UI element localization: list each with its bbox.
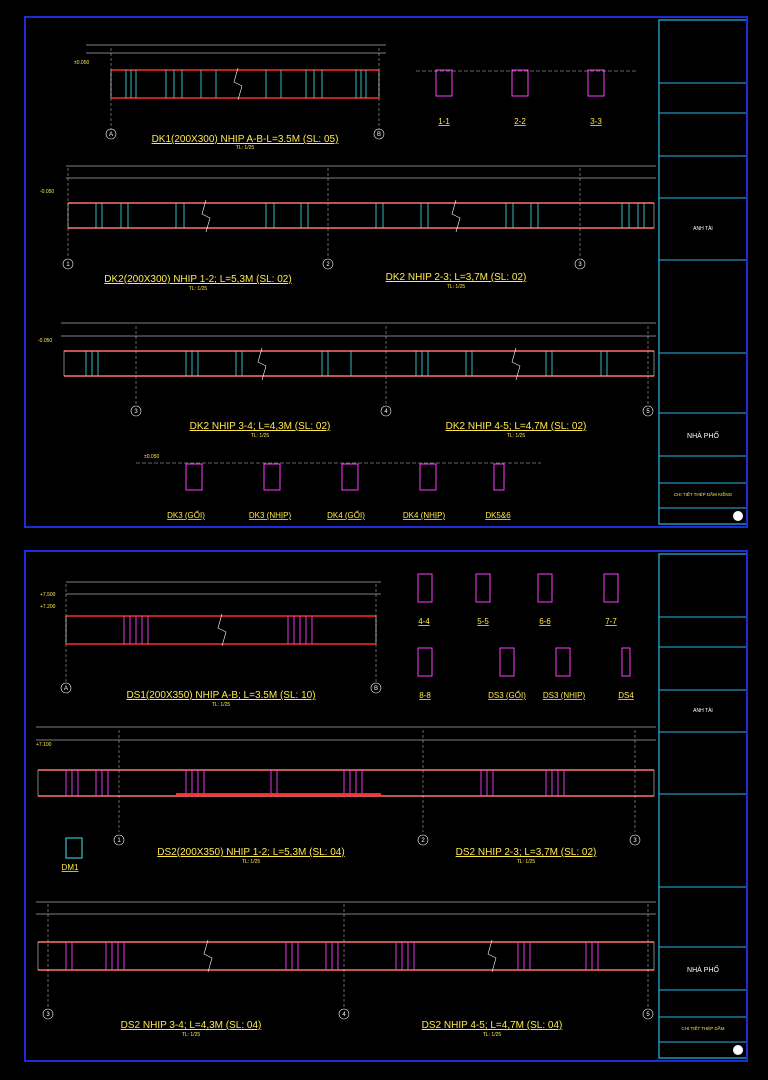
scale-label: TL: 1/25: [242, 859, 261, 865]
axis-label: A: [109, 132, 113, 138]
dk1-stirrups: [125, 70, 367, 98]
axis-label: B: [377, 132, 381, 138]
scale-label: TL: 1/25: [483, 1032, 502, 1038]
titleblock-owner: ANH TÀI: [693, 225, 713, 232]
section-label: 4-4: [418, 617, 430, 626]
beam-title-dk2-12: DK2(200X300) NHIP 1-2; L=5,3M (SL: 02): [104, 274, 291, 285]
titleblock-drawing: CHI TIẾT THÉP DẦM: [682, 1025, 725, 1031]
beam-title-dk2-45: DK2 NHIP 4-5; L=4,7M (SL: 02): [446, 421, 587, 432]
titleblock-project: NHÀ PHỐ: [687, 430, 719, 440]
dk2-row2-stirrups: [85, 351, 608, 376]
section-label: DK3 (GỐI): [167, 510, 205, 520]
section-label: DS3 (GỐI): [488, 690, 526, 700]
beam-ds1: [60, 581, 382, 694]
dm1-section: [65, 837, 83, 859]
level-mark: +7.100: [36, 742, 52, 748]
ds2-row2-stirrups: [65, 942, 599, 970]
section-details-1: [416, 69, 636, 97]
ds2-row1-stirrups: [65, 770, 565, 796]
titleblock-drawing: CHI TIẾT THÉP DẦM KIỀNG: [674, 491, 733, 497]
axis-label: 5: [646, 409, 650, 415]
section-label: 1-1: [438, 117, 450, 126]
section-details-top: [417, 573, 631, 677]
beam-title-dk2-34: DK2 NHIP 3-4; L=4,3M (SL: 02): [190, 421, 331, 432]
scale-label: TL: 1/25: [212, 702, 231, 708]
beam-dk2-row1: [62, 165, 656, 270]
beam-dk1: [86, 44, 386, 140]
level-mark: ±0.050: [74, 60, 89, 66]
dk2-row1-stirrups: [95, 203, 645, 228]
beam-title-ds2-23: DS2 NHIP 2-3; L=3,7M (SL: 02): [456, 847, 597, 858]
level-mark: +7.200: [40, 604, 56, 610]
level-mark: +7.500: [40, 592, 56, 598]
scale-label: TL: 1/25: [251, 433, 270, 439]
axis-label: 3: [46, 1012, 50, 1018]
axis-label: 3: [578, 262, 582, 268]
section-label: 5-5: [477, 617, 489, 626]
section-label: 3-3: [590, 117, 602, 126]
beam-title-dk1: DK1(200X300) NHIP A-B-L=3.5M (SL: 05): [152, 134, 339, 145]
drawing-sheet-1: A B ±0.050 DK1(200X300) NHIP A-B-L=3.5M …: [24, 16, 748, 528]
scale-label: TL: 1/25: [236, 145, 255, 151]
section-label: DS3 (NHỊP): [543, 691, 586, 700]
scale-label: TL: 1/25: [189, 286, 208, 292]
axis-label: A: [64, 686, 68, 692]
ds1-stirrups: [123, 616, 313, 644]
section-label: 7-7: [605, 617, 617, 626]
section-label-dm1: DM1: [62, 863, 79, 872]
section-label: DK4 (NHỊP): [403, 511, 446, 520]
axis-label: 4: [342, 1012, 346, 1018]
axis-label: 5: [646, 1012, 650, 1018]
axis-label: B: [374, 686, 378, 692]
level-mark: -0.050: [40, 189, 54, 195]
scale-label: TL: 1/25: [447, 284, 466, 290]
level-mark: ±0.050: [144, 454, 159, 460]
axis-label: 2: [421, 838, 425, 844]
beam-dk2-row2: [61, 322, 656, 417]
section-label: 8-8: [419, 691, 431, 700]
beam-title-dk2-23: DK2 NHIP 2-3; L=3,7M (SL: 02): [386, 272, 527, 283]
axis-label: 1: [66, 262, 70, 268]
section-label: 2-2: [514, 117, 526, 126]
scale-label: TL: 1/25: [507, 433, 526, 439]
section-label: DS4: [618, 691, 634, 700]
section-label: 6-6: [539, 617, 551, 626]
title-block-1: [658, 19, 746, 525]
section-label: DK5&6: [485, 511, 511, 520]
sheet-1-drawing: A B ±0.050 DK1(200X300) NHIP A-B-L=3.5M …: [38, 19, 746, 525]
beam-title-ds2-45: DS2 NHIP 4-5; L=4,7M (SL: 04): [422, 1020, 563, 1031]
level-mark: -0.050: [38, 338, 52, 344]
axis-label: 1: [117, 838, 121, 844]
titleblock-project: NHÀ PHỐ: [687, 964, 719, 974]
scale-label: TL: 1/25: [517, 859, 536, 865]
axis-label: 4: [384, 409, 388, 415]
title-block-2: [658, 553, 746, 1059]
scale-label: TL: 1/25: [182, 1032, 201, 1038]
section-details-bottom: [136, 462, 541, 491]
beam-title-ds2-12: DS2(200X350) NHIP 1-2; L=5,3M (SL: 04): [157, 847, 344, 858]
beam-title-ds2-34: DS2 NHIP 3-4; L=4,3M (SL: 04): [121, 1020, 262, 1031]
titleblock-owner: ANH TÀI: [693, 707, 713, 714]
drawing-sheet-2: A B +7.500 +7.200 DS1(200X350) NHIP A-B;…: [24, 550, 748, 1062]
axis-label: 2: [326, 262, 330, 268]
section-label: DK3 (NHỊP): [249, 511, 292, 520]
beam-title-ds1: DS1(200X350) NHIP A-B; L=3.5M (SL: 10): [126, 690, 315, 701]
beam-ds2-row2: [36, 901, 656, 1020]
sheet-2-drawing: A B +7.500 +7.200 DS1(200X350) NHIP A-B;…: [36, 553, 746, 1059]
axis-label: 3: [633, 838, 637, 844]
section-label: DK4 (GỐI): [327, 510, 365, 520]
beam-ds2-row1: [36, 726, 656, 846]
axis-label: 3: [134, 409, 138, 415]
